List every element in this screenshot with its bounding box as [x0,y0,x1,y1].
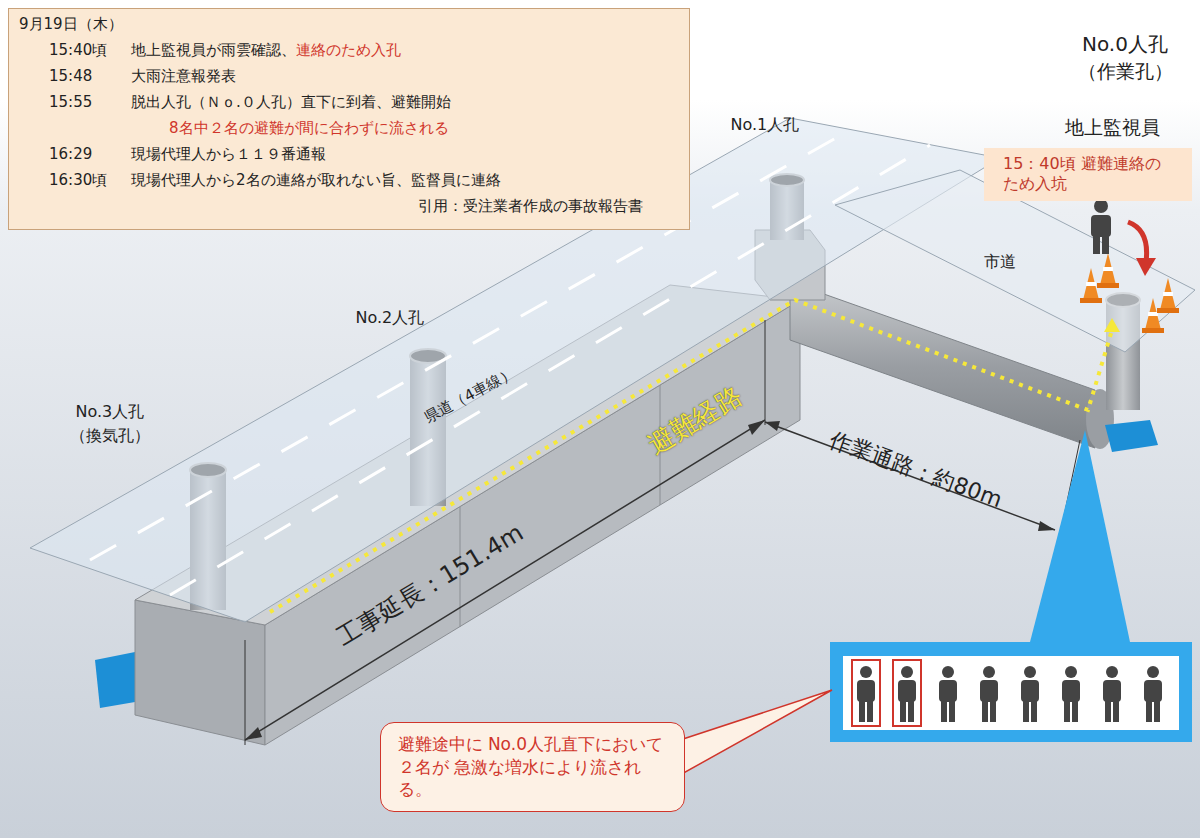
watcher-note: 15：40頃 避難連絡のため入坑 [984,148,1192,201]
timeline-text: 9月19日（木） [19,15,123,34]
zoom-inner [843,656,1179,730]
dimension-arrow [245,727,262,740]
manhole-label: No.0人孔 [1082,31,1168,58]
dimension-arrow [765,421,780,431]
time-stamp: 16:30頃 [49,171,131,190]
workers [852,660,1162,726]
route-arrow [1104,318,1120,332]
manhole-note: （換気孔） [70,426,150,447]
surface-watcher [1091,199,1111,254]
timeline-text: 連絡のため入孔 [296,41,401,60]
timeline-text: 脱出人孔（Ｎｏ.０人孔）直下に到着、避難開始 [131,93,451,112]
worker-icon [1021,666,1039,722]
callout-tail [680,690,832,775]
callout-box: 避難途中に No.0人孔直下において２名が 急激な増水により流される。 [380,722,685,812]
time-stamp: 15:55 [49,93,131,111]
worker-icon [1144,666,1162,722]
timeline-text: 現場代理人から2名の連絡が取れない旨、監督員に連絡 [131,171,501,190]
traffic-cones [1080,253,1179,333]
worker-icon [1103,666,1121,722]
zoom-pointer [1030,430,1130,642]
time-stamp: 16:29 [49,145,131,163]
worker-icon [980,666,998,722]
worker-icon [893,660,921,726]
note-text: 15：40頃 避難連絡のため入坑 [1003,154,1173,196]
water-outlet [1105,420,1158,452]
entry-arrowhead [1136,258,1156,276]
time-stamp: 15:40頃 [49,41,131,60]
worker-icon [939,666,957,722]
timeline-panel: 9月19日（木） 15:40頃地上監視員が雨雲確認、連絡のため入孔 15:48大雨注… [8,8,690,230]
manhole-note: （作業孔） [1078,59,1173,85]
worker-icon [1062,666,1080,722]
dimension-arrow [748,420,765,435]
manhole-label: No.1人孔 [731,115,800,136]
manhole-label: No.3人孔 [76,402,145,423]
road-label: 市道 [984,252,1016,273]
zoom-panel [830,642,1192,742]
manhole-label: No.2人孔 [356,308,425,329]
person-label: 地上監視員 [1065,115,1160,141]
water-outlet [95,652,135,708]
extension-line [245,640,246,745]
timeline-text: 地上監視員が雨雲確認、 [131,41,296,60]
timeline-text: 8名中２名の避難が間に合わずに流される [169,119,449,138]
entry-arrow [1128,222,1147,262]
extension-line [765,320,766,425]
time-stamp: 15:48 [49,67,131,85]
timeline-text: 大雨注意報発表 [131,67,236,86]
dimension-line [765,422,1055,530]
dimension-line [245,420,765,740]
escape-route [270,300,1112,612]
callout-text: 避難途中に No.0人孔直下において２名が 急激な増水により流される。 [398,733,668,802]
dimension-arrow [1038,521,1055,531]
worker-icon [852,660,880,726]
timeline-text: 引用：受注業者作成の事故報告書 [418,197,643,216]
timeline-text: 現場代理人から１１９番通報 [131,145,326,164]
